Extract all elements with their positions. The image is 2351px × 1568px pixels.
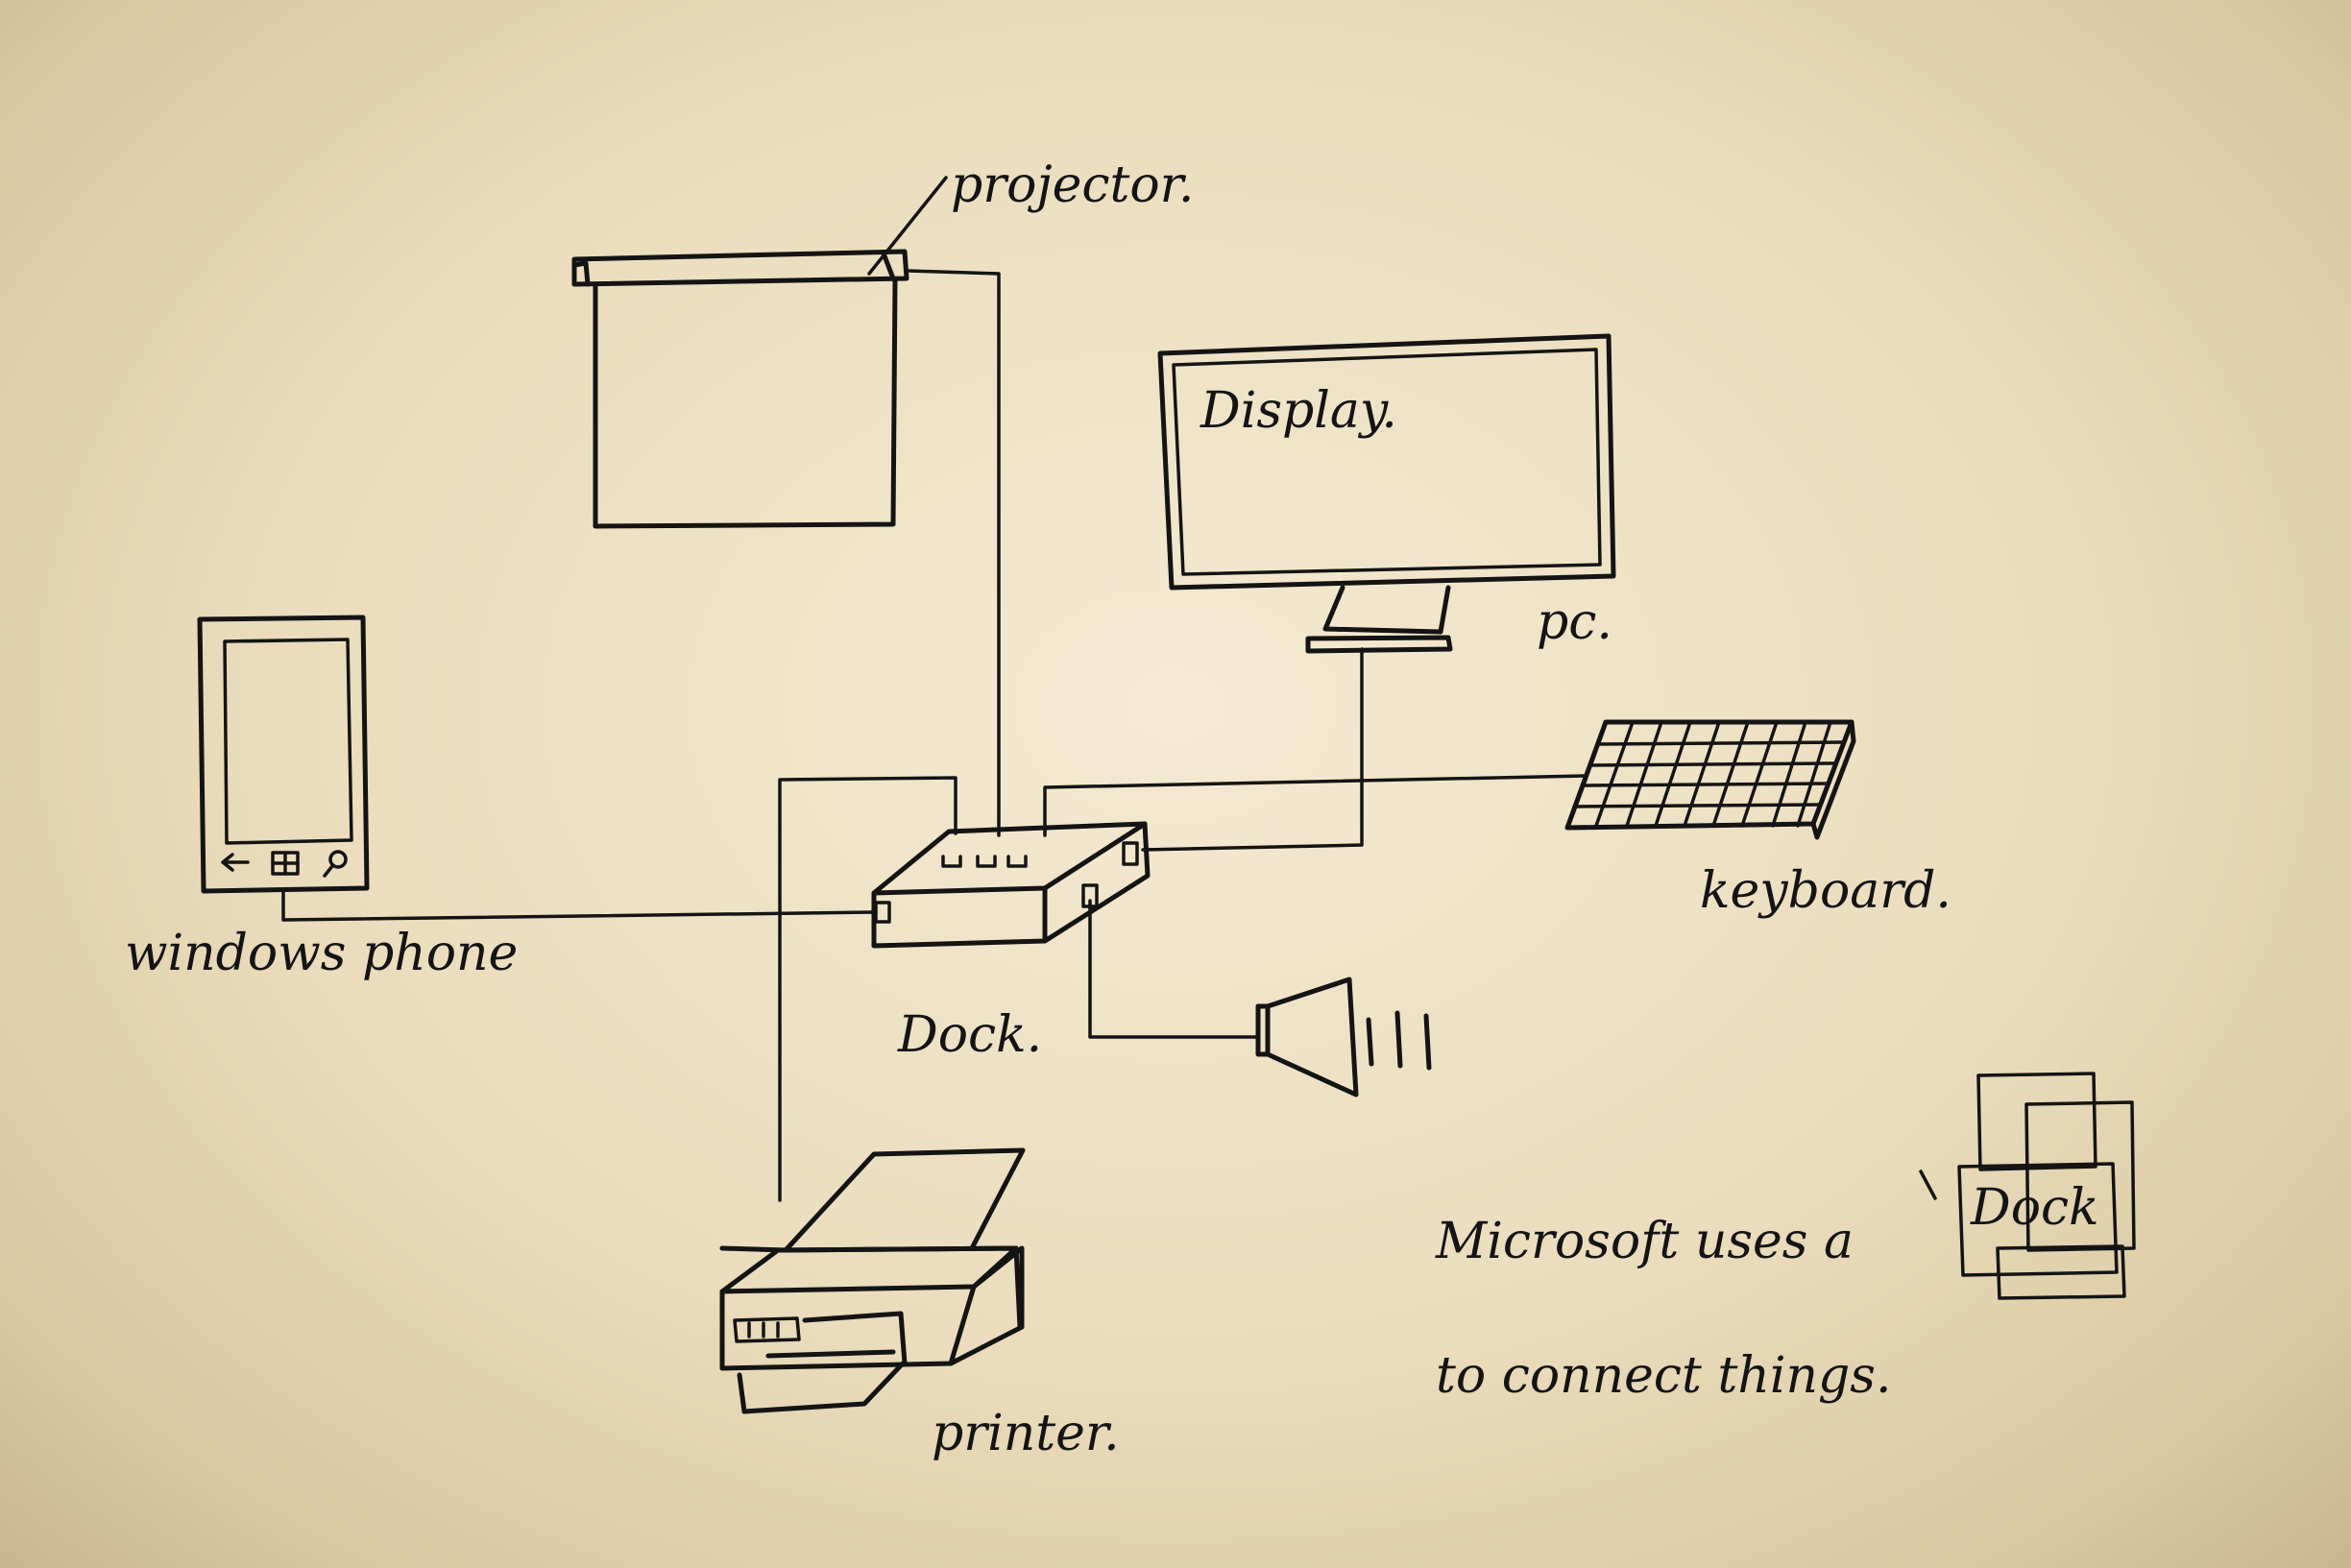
projector-screen	[571, 176, 948, 529]
keyboard-label: keyboard.	[1700, 862, 1951, 920]
printer-label: printer.	[932, 1405, 1120, 1462]
edge-dock-windows-phone	[281, 889, 878, 922]
edge-dock-printer	[778, 776, 957, 1202]
dock-device	[871, 821, 1151, 949]
windows-phone-label: windows phone	[125, 925, 518, 982]
edge-dock-projector	[906, 269, 1001, 837]
note-line2: to connect things.	[1436, 1347, 1891, 1405]
display-label: Display.	[1200, 382, 1397, 440]
keyboard-device	[1564, 719, 1856, 840]
dock-label: Dock.	[897, 1006, 1042, 1064]
display-monitor	[1157, 333, 1616, 654]
windows-phone-device	[197, 615, 370, 894]
note-line1-prefix: Microsoft uses a	[1435, 1213, 1854, 1270]
dock-logo-icon	[1919, 1072, 2136, 1300]
edge-dock-pc	[1141, 647, 1364, 852]
printer-device	[719, 1147, 1026, 1414]
edge-dock-keyboard	[1043, 774, 1587, 837]
speaker-device	[1255, 977, 1432, 1098]
projector-label: projector.	[951, 157, 1194, 214]
pc-label: pc.	[1537, 593, 1612, 651]
note-line1-boxed: Dock	[1970, 1179, 2099, 1237]
edge-dock-speaker	[1088, 899, 1260, 1039]
diagram-note: Microsoft uses a Dock to connect things.	[1435, 1072, 2136, 1405]
connection-wires	[281, 269, 1587, 1202]
